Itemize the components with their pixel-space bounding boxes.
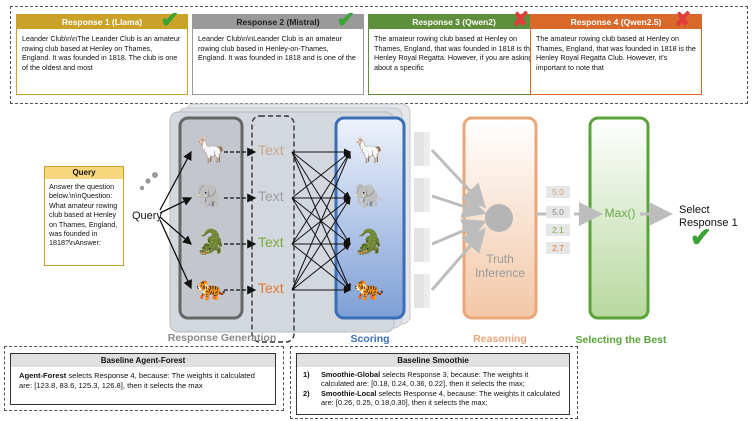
response-card-text: Leander Club\n\nLeander Club is an amate… [198, 34, 356, 63]
crocodile-scorer-icon: 🐊 [354, 229, 384, 256]
response-card-2: Response 2 (Mistral) Leander Club\n\nLean… [192, 9, 364, 95]
response-card-title: Response 4 (Qwen2.5) [531, 15, 701, 29]
response-card-text: The amateur rowing club based at Henley … [536, 34, 696, 72]
text-column [251, 115, 295, 343]
query-box: Query Answer the question below.\n\nQues… [44, 166, 124, 266]
scoring-box [334, 116, 406, 320]
forest-name: Agent-Forest [19, 371, 67, 380]
score-tile: 2.1 [546, 224, 570, 236]
label-reasoning: Reasoning [473, 333, 527, 345]
baseline-smoothie: Baseline Smoothie 1) Smoothie-Global sel… [296, 353, 570, 415]
tiger-icon: 🐅 [196, 275, 226, 302]
truth-inference-node [485, 204, 513, 232]
response-card-1: Response 1 (Llama) Leander Club\n\nThe Le… [16, 9, 188, 95]
check-icon: ✔ [336, 7, 355, 32]
smoothie-item-1: 1) Smoothie-Global selects Response 3, b… [303, 370, 529, 389]
smoothie-dashed-frame [290, 346, 578, 419]
baseline-agent-forest: Baseline Agent-Forest Agent-Forest selec… [10, 353, 276, 405]
truth-inference-label: Truth Inference [474, 252, 526, 280]
llama-scorer-icon: 🦙 [354, 137, 384, 164]
generated-text-label: Text [258, 280, 284, 296]
smoothie-title: Baseline Smoothie [297, 354, 569, 367]
generation-box [178, 116, 244, 320]
generated-text-label: Text [258, 234, 284, 250]
cross-icon: ✘ [512, 9, 529, 31]
llama-icon: 🦙 [196, 137, 226, 164]
check-icon: ✔ [160, 7, 179, 32]
label-selecting-the-best: Selecting the Best [575, 334, 667, 346]
max-label: Max() [604, 206, 636, 220]
score-tile: 5.0 [546, 186, 570, 198]
elephant-icon: 🐘 [196, 183, 226, 210]
response-card-3: Response 3 (Qwen2) The amateur rowing clu… [368, 10, 540, 95]
tiger-scorer-icon: 🐅 [354, 275, 384, 302]
select-response-label: Select Response 1 [679, 204, 738, 229]
response-card-title: Response 3 (Qwen2) [369, 15, 539, 29]
generated-text-label: Text [258, 142, 284, 158]
forest-title: Baseline Agent-Forest [11, 354, 275, 367]
select-check-icon: ✔ [690, 222, 712, 252]
score-tile: 2.7 [546, 242, 570, 254]
smoothie-body: 1) Smoothie-Global selects Response 3, b… [297, 367, 569, 410]
crocodile-icon: 🐊 [196, 229, 226, 256]
forest-body: Agent-Forest selects Response 4, because… [11, 367, 275, 395]
response-card-title: Response 2 (Mistral) [193, 15, 363, 29]
forest-dashed-frame [4, 346, 284, 411]
query-label: Query [132, 210, 162, 222]
smoothie-item-2: 2) Smoothie-Local selects Response 4, be… [303, 388, 560, 407]
generated-text-label: Text [258, 188, 284, 204]
cross-icon: ✘ [674, 9, 691, 31]
elephant-scorer-icon: 🐘 [354, 183, 384, 210]
scoring-arrows [291, 148, 351, 294]
response-card-text: Leander Club\n\nThe Leander Club is an a… [22, 34, 181, 72]
response-card-4: Response 4 (Qwen2.5) The amateur rowing c… [530, 10, 702, 95]
label-scoring: Scoring [350, 333, 390, 345]
forest-text: selects Response 4, because: The weights… [19, 371, 255, 390]
query-box-title: Query [45, 167, 123, 179]
response-card-title: Response 1 (Llama) [17, 15, 187, 29]
response-card-text: The amateur rowing club based at Henley … [374, 34, 534, 72]
query-box-text: Answer the question below.\n\nQuestion: … [49, 182, 118, 248]
label-response-generation: Response Generation [167, 332, 277, 344]
score-matrix-tiles [414, 132, 430, 308]
score-tile: 5.0 [546, 206, 570, 218]
